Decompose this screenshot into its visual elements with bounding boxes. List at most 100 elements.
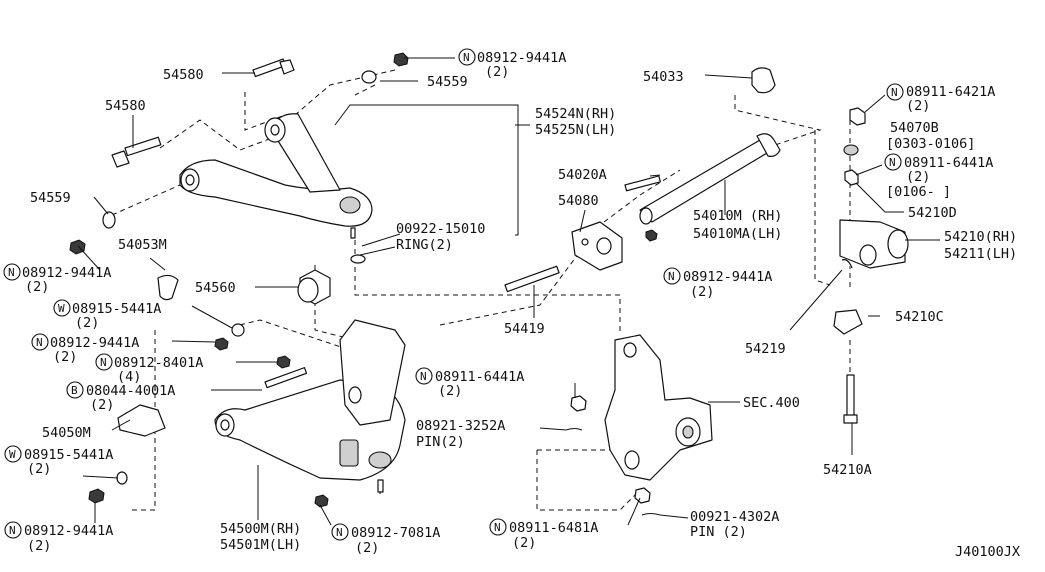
label-ring: RING(2) — [396, 237, 453, 253]
label-08911-6441a-r: 08911-6441A — [904, 155, 993, 171]
label-54053m: 54053M — [118, 237, 167, 253]
b-marker-icon — [66, 381, 84, 399]
label-08912-9441a-m: 08912-9441A — [683, 269, 772, 285]
label-54501m: 54501M(LH) — [220, 537, 301, 553]
range-54070b-2: [0106- ] — [886, 184, 951, 200]
prefix-w: W — [9, 448, 16, 461]
lower-arm-54500m-icon — [214, 319, 406, 493]
label-08921-3252a: 08921-3252A — [416, 418, 505, 434]
prefix-n: N — [36, 336, 43, 349]
label-08912-9441a-top: 08912-9441A — [477, 50, 566, 66]
nut-08911-6441a-c-icon — [570, 395, 587, 412]
n-marker-icon — [884, 153, 902, 171]
bolt-54419-icon — [504, 265, 560, 293]
nut-top-icon — [393, 52, 409, 67]
anchor-arm-54080-icon — [571, 221, 623, 271]
n-marker-icon — [886, 83, 904, 101]
washer-54070b-icon — [843, 144, 859, 156]
prefix-n: N — [668, 270, 675, 283]
torsion-bar-54010m-icon — [639, 133, 781, 225]
label-54580-left: 54580 — [105, 98, 146, 114]
label-54210rh: 54210(RH) — [944, 229, 1017, 245]
label-08911-6441a-c: 08911-6441A — [435, 369, 524, 385]
leader-lines — [77, 57, 940, 526]
bushing-54560-icon — [297, 269, 331, 305]
nut-08911-6421a-icon — [849, 107, 866, 126]
n-marker-icon — [663, 267, 681, 285]
label-08911-6421a: 08911-6421A — [906, 84, 995, 100]
bushing-54210c-icon — [833, 309, 863, 335]
prefix-n: N — [889, 156, 896, 169]
clip-54219-icon — [841, 259, 853, 269]
n-marker-icon — [415, 367, 433, 385]
qty-08912-9441a-l2: (2) — [53, 349, 77, 365]
n-marker-icon — [489, 518, 507, 536]
n-marker-icon — [458, 48, 476, 66]
label-08912-9441a-l2: 08912-9441A — [50, 335, 139, 351]
qty-08912-9441a-l1: (2) — [25, 279, 49, 295]
bushing-54210-icon — [839, 219, 909, 269]
bolt-54210a-icon — [843, 374, 858, 424]
label-54033: 54033 — [643, 69, 684, 85]
w-marker-icon — [53, 299, 71, 317]
label-54210c: 54210C — [895, 309, 944, 325]
washer-08915-a-icon — [231, 323, 245, 337]
label-54524n: 54524N(RH) — [535, 106, 616, 122]
knuckle-sec400-icon — [604, 334, 713, 481]
bolt-54580-top-icon — [252, 58, 295, 78]
label-54500m: 54500M(RH) — [220, 521, 301, 537]
nut-08912-8401a-icon — [276, 355, 291, 369]
n-marker-icon — [31, 333, 49, 351]
label-54559-left: 54559 — [30, 190, 71, 206]
prefix-b: B — [71, 384, 78, 397]
prefix-n: N — [336, 526, 343, 539]
washer-08915-b-icon — [116, 471, 128, 485]
ring-00922-icon — [350, 254, 366, 264]
qty-08912-8401a: (4) — [117, 369, 141, 385]
qty-08915-5441a-a: (2) — [75, 315, 99, 331]
prefix-n: N — [494, 521, 501, 534]
bolt-08044-icon — [264, 367, 308, 389]
pin-08921-icon — [565, 428, 583, 431]
label-54219: 54219 — [745, 341, 786, 357]
qty-08912-9441a-bl: (2) — [27, 538, 51, 554]
label-08912-9441a-bl: 08912-9441A — [24, 523, 113, 539]
prefix-n: N — [420, 370, 427, 383]
n-marker-icon — [95, 353, 113, 371]
qty-08912-9441a-m: (2) — [690, 284, 714, 300]
prefix-n: N — [463, 51, 470, 64]
prefix-n: N — [100, 356, 107, 369]
qty-08911-6421a: (2) — [906, 98, 930, 114]
diagram-id: J40100JX — [955, 544, 1020, 560]
n-marker-icon — [331, 523, 349, 541]
w-marker-icon — [4, 445, 22, 463]
nut-08911-6441a-r-icon — [844, 169, 859, 186]
label-08911-6481a: 08911-6481A — [509, 520, 598, 536]
bump-stop-54053m-icon — [157, 274, 179, 301]
label-pin2-a: PIN(2) — [416, 434, 465, 450]
label-sec400: SEC.400 — [743, 395, 800, 411]
n-marker-icon — [3, 263, 21, 281]
qty-08911-6441a-c: (2) — [438, 383, 462, 399]
washer-54559-left-icon — [102, 211, 116, 229]
upper-arm-54524n-icon — [179, 113, 373, 239]
label-54525n: 54525N(LH) — [535, 122, 616, 138]
label-54080: 54080 — [558, 193, 599, 209]
label-54210d: 54210D — [908, 205, 957, 221]
label-00922-15010: 00922-15010 — [396, 221, 485, 237]
label-54070b: 54070B — [890, 120, 939, 136]
label-54210a: 54210A — [823, 462, 872, 478]
label-54010m: 54010M (RH) — [693, 208, 782, 224]
label-54010ma: 54010MA(LH) — [693, 226, 782, 242]
qty-08911-6441a-r: (2) — [906, 169, 930, 185]
nut-left-icon — [69, 239, 86, 255]
label-08915-5441a-a: 08915-5441A — [72, 301, 161, 317]
bolt-54580-left-icon — [111, 136, 162, 168]
nut-08912-m-icon — [214, 337, 229, 351]
nut-bottom-left-icon — [88, 488, 105, 504]
range-54070b-1: [0303-0106] — [886, 136, 975, 152]
washer-54559-top-icon — [361, 70, 377, 84]
qty-08912-9441a-top: (2) — [485, 64, 509, 80]
pin-00921-icon — [641, 513, 661, 516]
label-54419: 54419 — [504, 321, 545, 337]
